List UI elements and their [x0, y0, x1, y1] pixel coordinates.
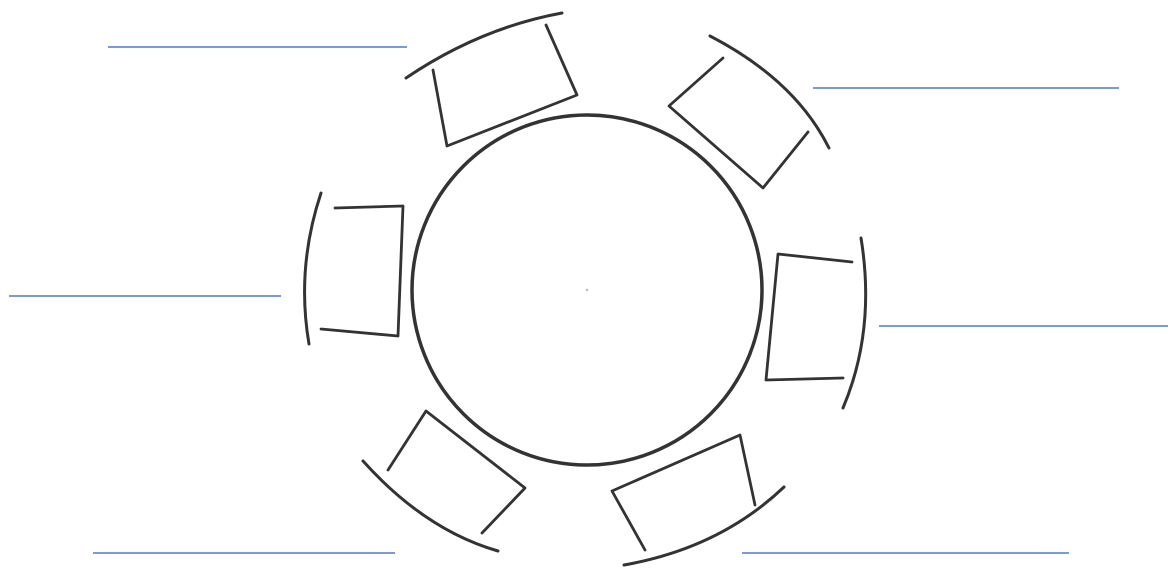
chair-back: [843, 238, 866, 408]
chair-back: [406, 13, 562, 78]
chair-top-left: [406, 13, 577, 146]
table-center-mark: [586, 289, 588, 291]
chair-seat: [612, 435, 755, 550]
chair-top-right: [669, 36, 829, 188]
chair-left: [305, 193, 403, 344]
chair-bottom-right: [612, 435, 784, 565]
chair-back: [305, 193, 321, 344]
chair-bottom-left: [363, 411, 525, 551]
chair-seat: [321, 206, 403, 336]
chair-seat: [433, 25, 577, 146]
chair-right: [766, 238, 866, 408]
chair-seat: [669, 58, 808, 188]
chair-back: [363, 461, 498, 551]
chair-seat: [766, 254, 852, 380]
chair-back: [710, 36, 829, 148]
chair-seat: [388, 411, 525, 533]
